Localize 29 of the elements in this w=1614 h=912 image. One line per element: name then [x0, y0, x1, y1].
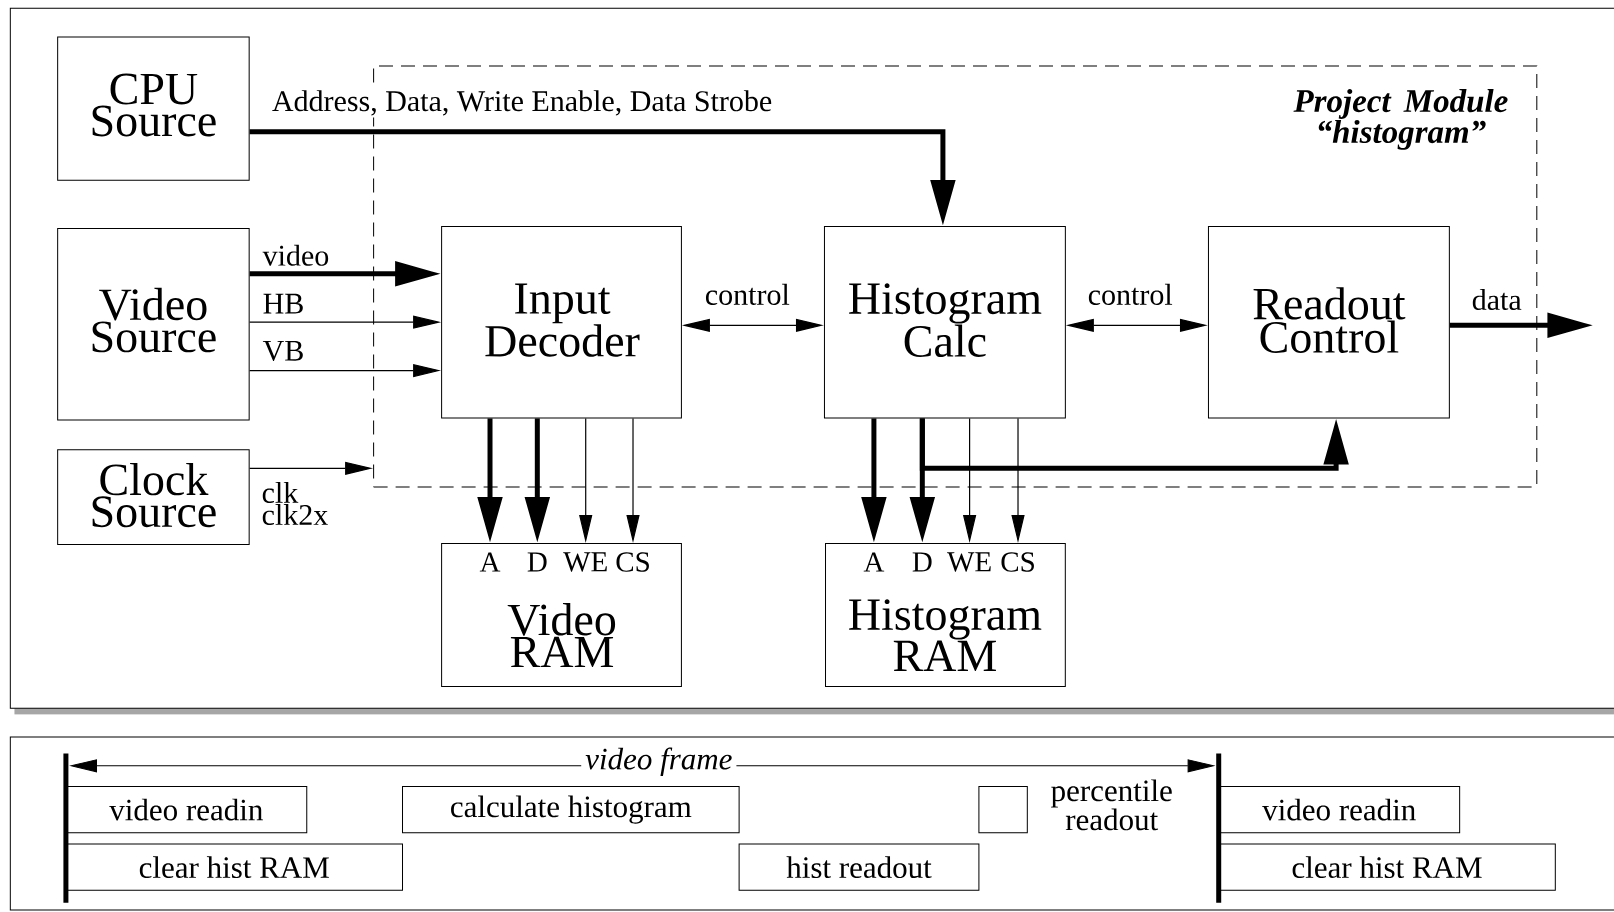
pin-label: CS	[616, 552, 649, 572]
memory-box: A D WE CS Histogram RAM	[825, 542, 1066, 688]
pin-label: CS	[1001, 552, 1034, 572]
box-caption: percentile readout	[1051, 779, 1172, 831]
timeline-bar: calculate histogram	[402, 785, 740, 834]
edge-label: clk clk2x	[259, 479, 339, 528]
pin-label: A	[479, 552, 501, 572]
timeline-bar: video readin	[1218, 785, 1461, 834]
timeline-bar: hist readout	[738, 843, 980, 891]
block-box: CPU Source	[57, 36, 250, 181]
edge-label: Address, Data, Write Enable, Data Strobe	[269, 88, 775, 118]
memory-box: A D WE CS Video RAM	[441, 542, 682, 688]
block-box: Histogram Calc	[823, 225, 1066, 419]
edge-label: control	[702, 281, 792, 307]
pin-label: WE	[947, 552, 991, 572]
pin-label: WE	[563, 552, 607, 572]
block-box: Video Source	[57, 227, 250, 421]
pin-label: A	[863, 552, 885, 572]
block-box: Input Decoder	[441, 225, 682, 419]
arrow	[919, 418, 1349, 471]
dimension-label: video frame	[581, 743, 737, 780]
timeline-bar: clear hist RAM	[1218, 843, 1556, 891]
block-box: Clock Source	[57, 449, 250, 546]
block-box: Readout Control	[1207, 225, 1450, 419]
pin-label: D	[527, 552, 547, 572]
edge-label: control	[1085, 281, 1175, 307]
timeline-bar: clear hist RAM	[65, 843, 403, 891]
timeline-bar: video readin	[65, 785, 308, 834]
pin-label: D	[912, 552, 932, 572]
